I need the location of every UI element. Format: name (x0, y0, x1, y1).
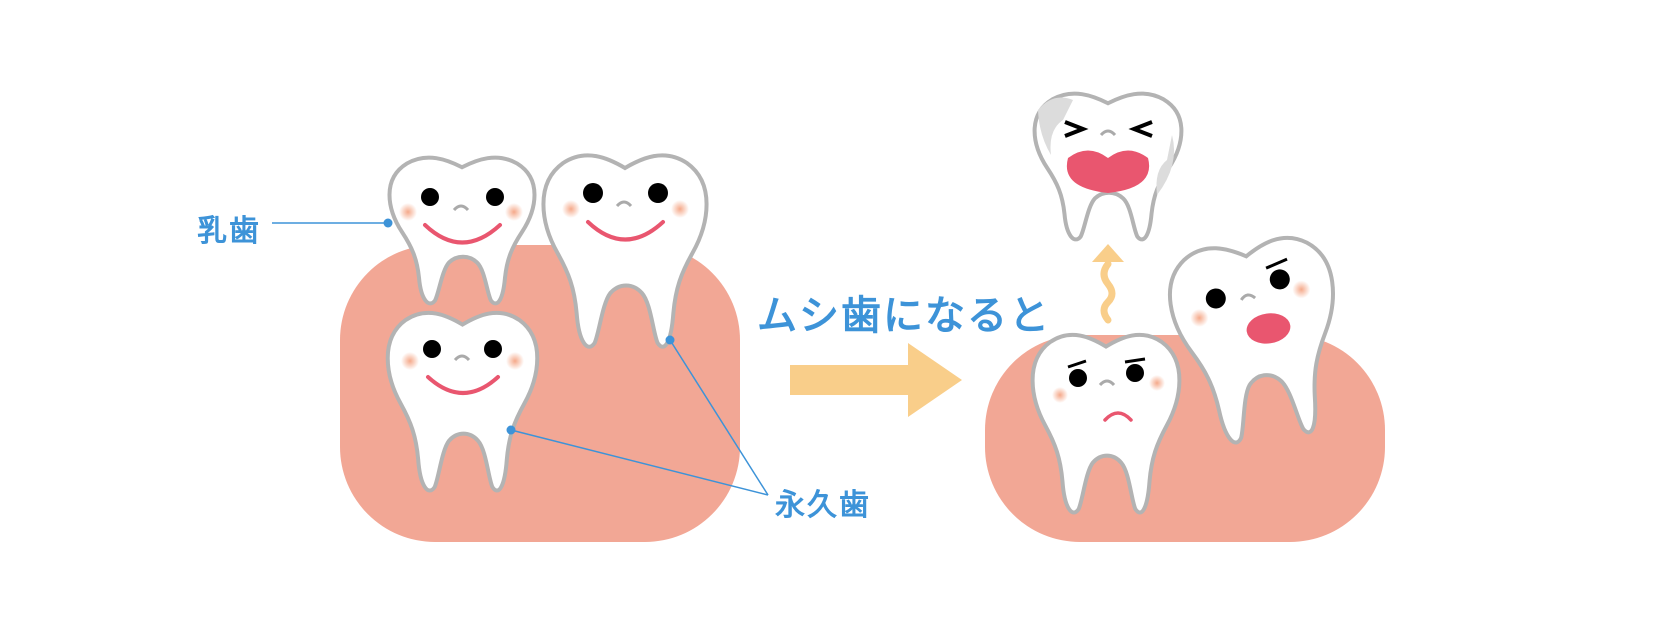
label-permanent-tooth: 永久歯 (775, 488, 871, 523)
right-arrow (790, 343, 962, 417)
worried-tooth (1033, 335, 1180, 513)
baby-tooth (387, 155, 537, 306)
decayed-tooth (1035, 94, 1182, 240)
permanent-tooth-upper (543, 155, 706, 346)
label-baby-tooth: 乳歯 (197, 214, 261, 249)
tilted-tooth (1164, 232, 1353, 449)
caption-if-cavity: ムシ歯になると (757, 293, 1051, 339)
leader-lines (272, 218, 769, 496)
permanent-tooth-lower (388, 313, 538, 491)
wavy-up-arrow (1100, 260, 1116, 324)
arrow-head-icon (1092, 244, 1124, 262)
